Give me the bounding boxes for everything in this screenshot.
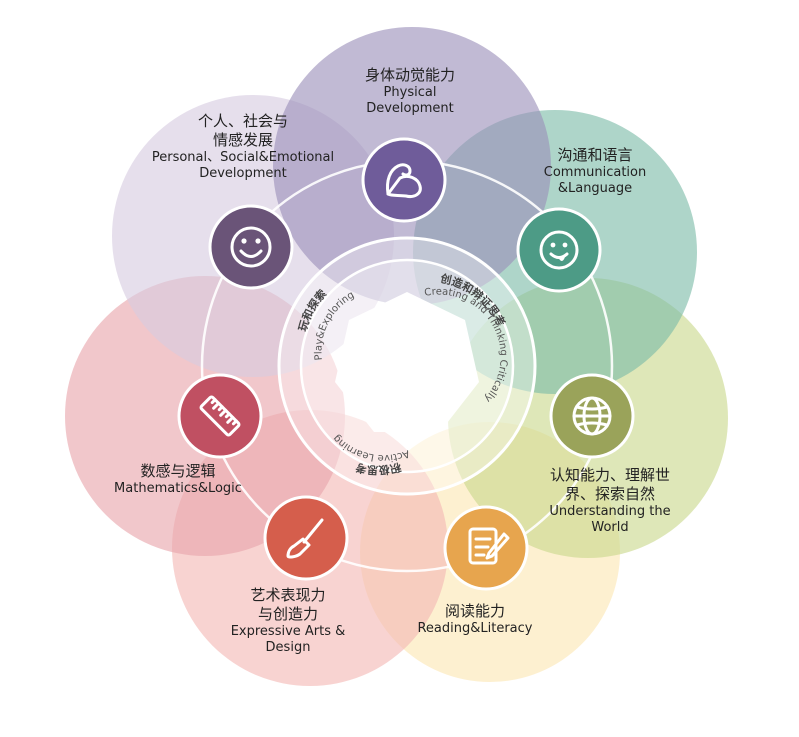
muscle-arm-icon — [361, 137, 447, 223]
label-expressive-zh: 艺术表现力 与创造力 — [250, 586, 326, 623]
label-expressive-en: Expressive Arts & Design — [230, 623, 346, 655]
label-mathematics-zh: 数感与逻辑 — [140, 462, 216, 480]
label-physical-zh: 身体动觉能力 — [364, 66, 455, 84]
tongue-face-icon — [516, 207, 602, 293]
label-understanding: 认知能力、理解世 界、探索自然 Understanding the World — [530, 466, 690, 536]
smiley-face-icon — [208, 204, 294, 290]
ruler-icon — [177, 373, 263, 459]
label-expressive: 艺术表现力 与创造力 Expressive Arts & Design — [208, 586, 368, 656]
label-physical-en: Physical Development — [366, 84, 454, 116]
label-mathematics-en: Mathematics&Logic — [114, 480, 242, 496]
core-center-heptagon — [335, 292, 479, 432]
label-mathematics: 数感与逻辑 Mathematics&Logic — [98, 462, 258, 497]
label-personal-en: Personal、Social&Emotional Development — [151, 149, 335, 181]
label-communication: 沟通和语言 Communication &Language — [520, 146, 670, 197]
label-understanding-en: Understanding the World — [549, 503, 671, 535]
paintbrush-icon — [263, 495, 349, 581]
globe-icon — [549, 373, 635, 459]
label-communication-zh: 沟通和语言 — [557, 146, 633, 164]
notepad-pen-icon — [443, 505, 529, 591]
label-understanding-zh: 认知能力、理解世 界、探索自然 — [549, 466, 670, 503]
label-personal: 个人、社会与 情感发展 Personal、Social&Emotional De… — [128, 112, 358, 182]
label-reading-zh: 阅读能力 — [444, 602, 505, 620]
label-personal-zh: 个人、社会与 情感发展 — [197, 112, 288, 149]
icon-badges — [177, 137, 635, 591]
label-communication-en: Communication &Language — [543, 164, 647, 196]
label-reading: 阅读能力 Reading&Literacy — [405, 602, 545, 637]
label-reading-en: Reading&Literacy — [417, 620, 533, 636]
label-physical: 身体动觉能力 Physical Development — [345, 66, 475, 117]
